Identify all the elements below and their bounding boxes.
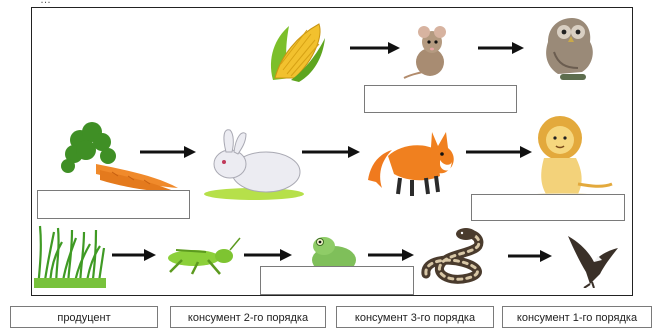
top-strip: … — [0, 0, 654, 7]
arrow-icon — [302, 146, 360, 158]
arrow-icon — [244, 249, 292, 261]
corn-icon — [265, 18, 335, 84]
grasshopper-icon — [162, 236, 242, 276]
answer-slot[interactable] — [471, 194, 625, 221]
rabbit-icon — [202, 126, 308, 200]
grass-icon — [34, 222, 106, 288]
answer-slot[interactable] — [364, 85, 517, 113]
answer-slot[interactable] — [37, 190, 190, 219]
owl-icon — [538, 12, 602, 82]
snake-icon — [418, 224, 500, 286]
fox-icon — [364, 126, 460, 198]
answer-chip-producer[interactable]: продуцент — [10, 306, 158, 328]
arrow-icon — [112, 249, 156, 261]
answer-slot[interactable] — [260, 266, 414, 295]
eagle-icon — [560, 226, 622, 288]
answer-chip-consumer-3[interactable]: консумент 3-го порядка — [336, 306, 494, 328]
food-web-board — [31, 7, 633, 296]
mouse-icon — [400, 22, 458, 80]
arrow-icon — [350, 42, 400, 54]
arrow-icon — [140, 146, 196, 158]
arrow-icon — [478, 42, 524, 54]
arrow-icon — [368, 249, 414, 261]
answer-chip-consumer-2[interactable]: консумент 2-го порядка — [170, 306, 326, 328]
arrow-icon — [508, 250, 552, 262]
lion-icon — [522, 114, 614, 198]
answer-chip-consumer-1[interactable]: консумент 1-го порядка — [502, 306, 652, 328]
instruction-text: … — [40, 0, 51, 6]
